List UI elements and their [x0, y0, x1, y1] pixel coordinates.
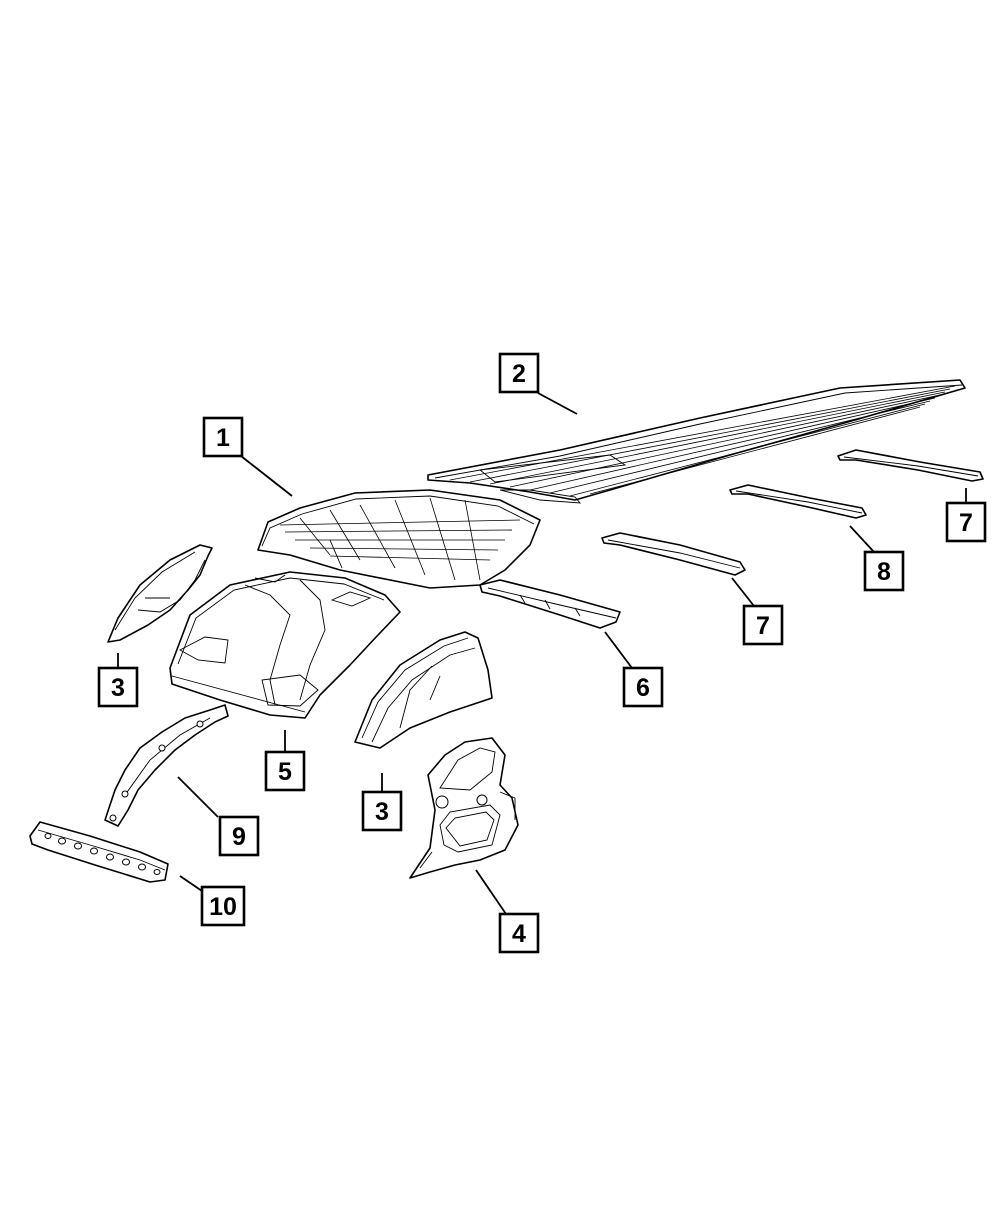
- callout-7-middle: 7: [742, 604, 784, 646]
- callout-1-label: 1: [216, 424, 230, 452]
- roof-bow-7b: [837, 449, 984, 482]
- callout-6-label: 6: [636, 674, 650, 702]
- callout-9-label: 9: [232, 823, 246, 851]
- pillar-panel-left: [107, 544, 213, 643]
- callout-2: 2: [498, 352, 540, 394]
- leader-9: [177, 776, 219, 818]
- roof-bow-6: [479, 579, 621, 629]
- callout-4-label: 4: [512, 920, 526, 948]
- roof-bow-8: [729, 484, 867, 519]
- callout-7-right-label: 7: [959, 509, 973, 537]
- callout-3-right: 3: [361, 790, 403, 832]
- callout-5: 5: [264, 750, 306, 792]
- callout-3-right-label: 3: [375, 798, 389, 826]
- callout-2-label: 2: [512, 360, 526, 388]
- leader-1: [240, 455, 293, 497]
- callout-10: 10: [200, 885, 246, 927]
- roof-bow-7a: [601, 532, 746, 576]
- callout-7-middle-label: 7: [756, 612, 770, 640]
- callout-6: 6: [622, 666, 664, 708]
- leader-10: [179, 875, 203, 892]
- callout-5-label: 5: [278, 758, 292, 786]
- callout-8: 8: [863, 550, 905, 592]
- inner-quarter-panel: [409, 737, 519, 879]
- leader-2: [537, 392, 578, 415]
- leader-4: [475, 869, 507, 915]
- callout-3-left-label: 3: [111, 674, 125, 702]
- bracket-9: [104, 704, 229, 827]
- callout-4: 4: [498, 912, 540, 954]
- callout-8-label: 8: [877, 558, 891, 586]
- roof-panel-long: [427, 379, 966, 504]
- front-roof-sub-panel: [169, 571, 401, 719]
- callout-1: 1: [202, 416, 244, 458]
- callout-9: 9: [218, 815, 260, 857]
- header-panel-10: [29, 821, 169, 883]
- callout-3-left: 3: [97, 666, 139, 708]
- leader-lines: [117, 392, 967, 915]
- callout-10-label: 10: [209, 893, 237, 921]
- leader-6: [604, 631, 633, 669]
- leader-7a: [731, 577, 755, 607]
- roof-panel-front: [257, 489, 541, 589]
- quarter-panel-right: [354, 631, 493, 749]
- leader-8: [849, 525, 875, 553]
- callout-7-right: 7: [945, 501, 987, 543]
